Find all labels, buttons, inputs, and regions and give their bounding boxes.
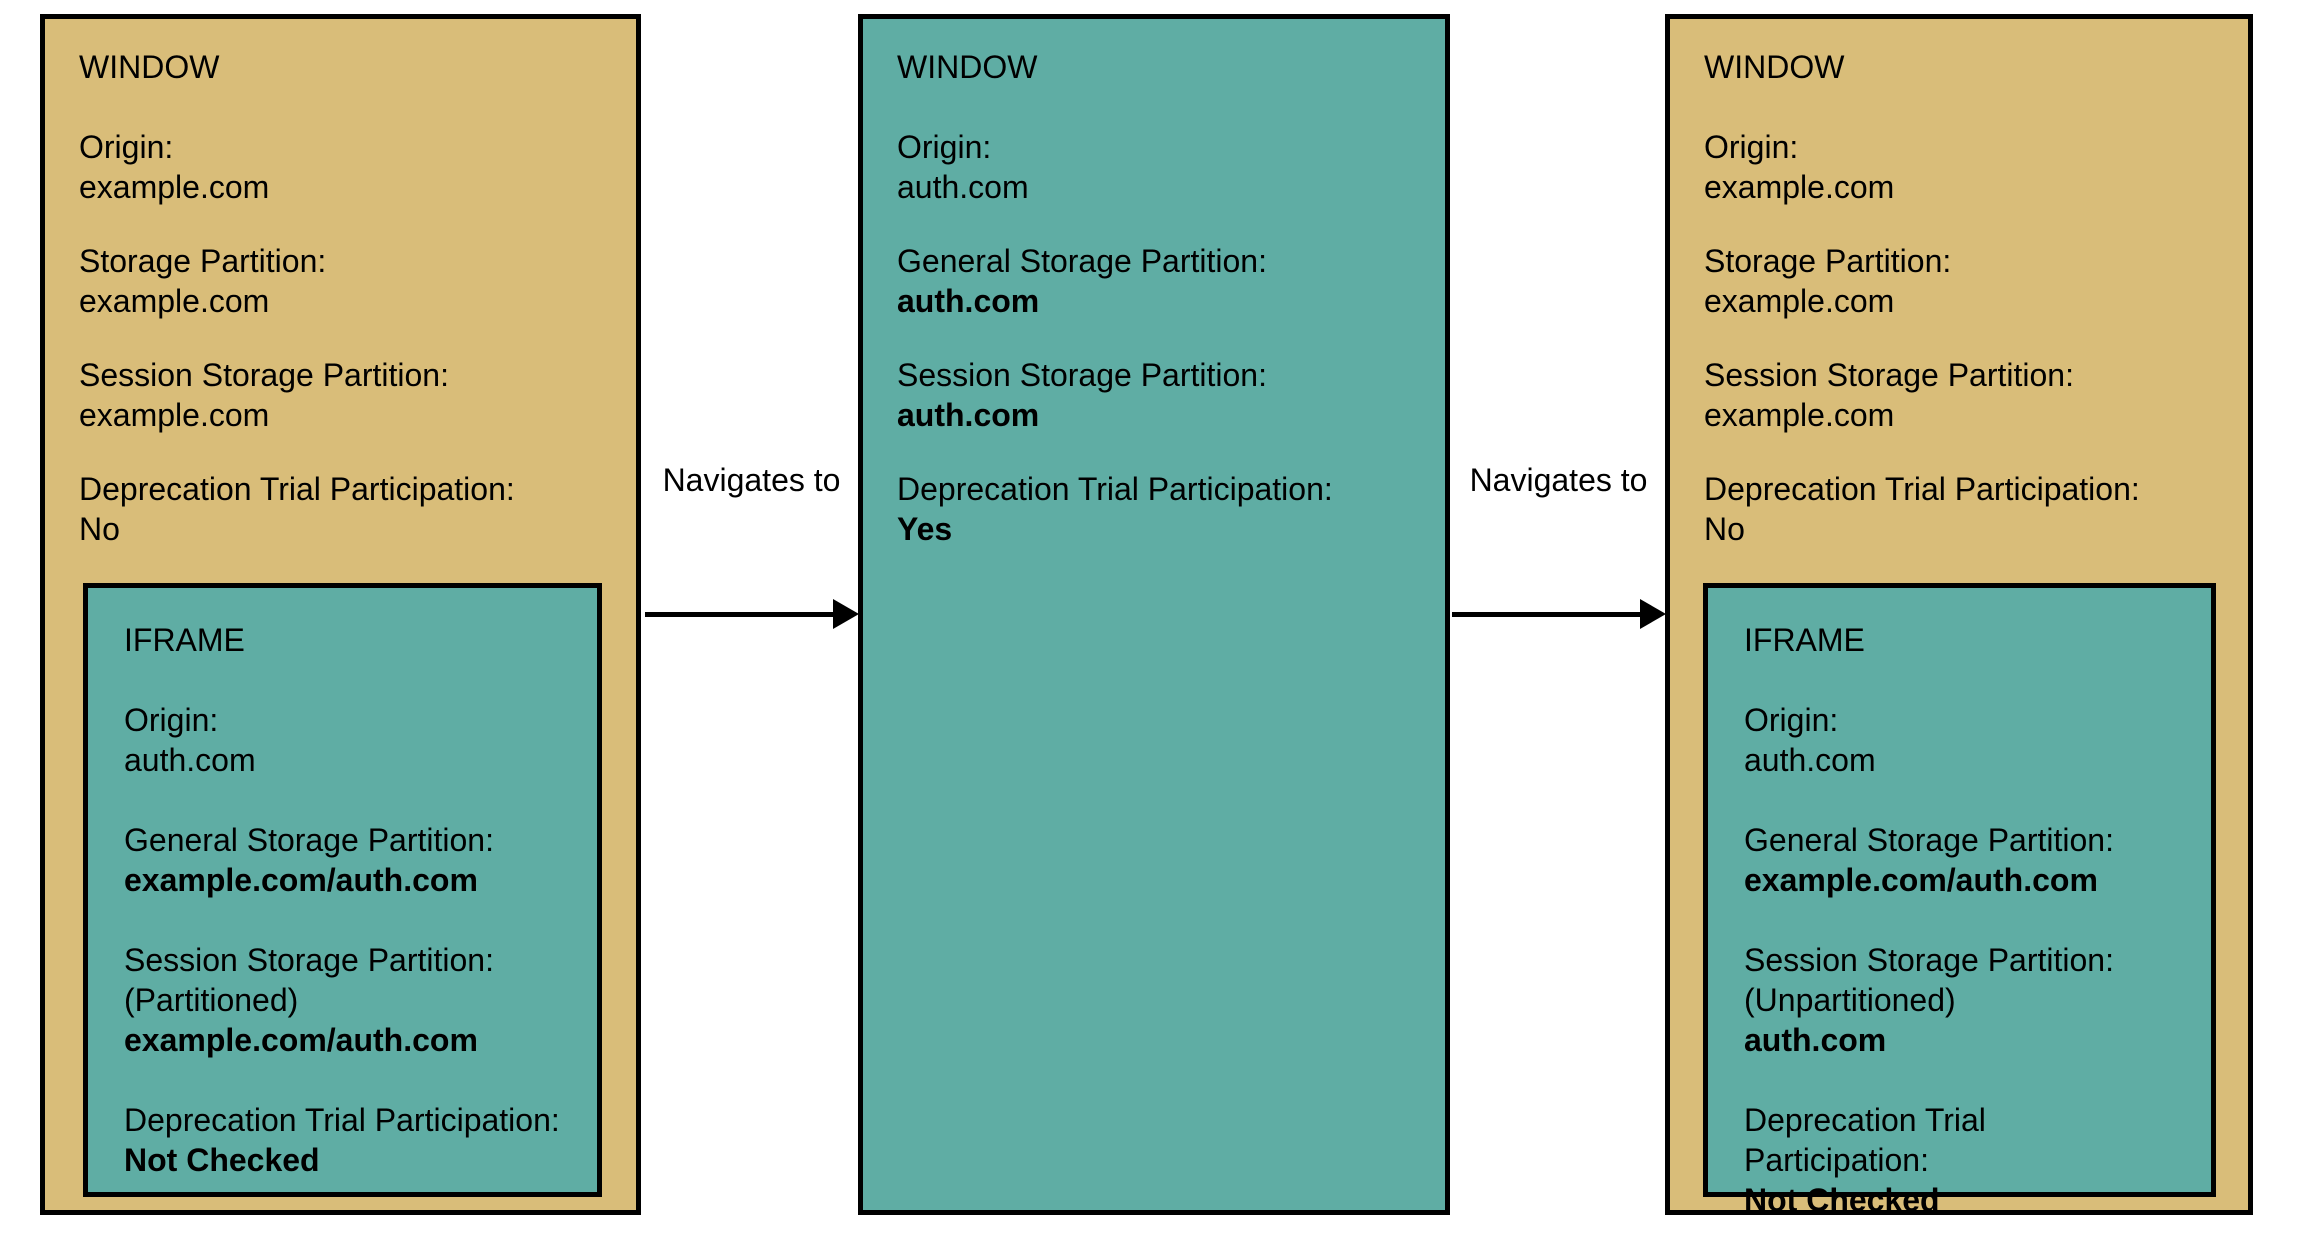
field-storage-partition: Storage Partition: example.com (1704, 241, 2214, 321)
field-origin-value: example.com (1704, 169, 1895, 205)
iframe-field-deprecation-trial-label: Deprecation Trial Participation: (1744, 1102, 1986, 1178)
iframe-field-origin-label: Origin: (124, 702, 219, 738)
field-deprecation-trial-value: No (1704, 511, 1745, 547)
iframe-field-origin-label: Origin: (1744, 702, 1839, 738)
field-session-storage: Session Storage Partition: auth.com (897, 355, 1411, 435)
iframe-field-deprecation-trial-value: Not Checked (1744, 1182, 1940, 1218)
field-session-storage-partition-value: example.com (79, 397, 270, 433)
iframe-field-deprecation-trial: Deprecation Trial Participation: Not Che… (124, 1100, 561, 1180)
field-deprecation-trial-label: Deprecation Trial Participation: (897, 471, 1333, 507)
iframe-field-general-storage: General Storage Partition: example.com/a… (124, 820, 561, 900)
field-origin-label: Origin: (79, 129, 174, 165)
field-origin-value: example.com (79, 169, 270, 205)
field-origin-value: auth.com (897, 169, 1029, 205)
iframe-title: IFRAME (124, 622, 245, 658)
arrow-line-1 (645, 612, 835, 617)
iframe-field-session-storage: Session Storage Partition: (Unpartitione… (1744, 940, 2175, 1060)
field-origin-label: Origin: (1704, 129, 1799, 165)
navigates-label-1: Navigates to (662, 462, 841, 498)
arrow-line-2 (1452, 612, 1642, 617)
iframe-field-origin-value: auth.com (124, 742, 256, 778)
iframe-box-3: IFRAME Origin: auth.com General Storage … (1703, 583, 2216, 1218)
iframe-field-origin: Origin: auth.com (124, 700, 561, 780)
field-storage-partition-label: Storage Partition: (79, 243, 327, 279)
field-deprecation-trial: Deprecation Trial Participation: No (79, 469, 602, 549)
iframe-field-general-storage-label: General Storage Partition: (124, 822, 494, 858)
navigates-label-2: Navigates to (1469, 462, 1648, 498)
iframe-field-session-storage-value: auth.com (1744, 1022, 1887, 1058)
field-session-storage-partition-label: Session Storage Partition: (79, 357, 449, 393)
window-title: WINDOW (79, 49, 220, 85)
iframe-title: IFRAME (1744, 622, 1865, 658)
field-general-storage: General Storage Partition: auth.com (897, 241, 1411, 321)
iframe-field-session-storage-value: example.com/auth.com (124, 1022, 478, 1058)
iframe-field-deprecation-trial: Deprecation Trial Participation: Not Che… (1744, 1100, 2175, 1220)
window-box-1: WINDOW Origin: example.com Storage Parti… (40, 14, 641, 1215)
field-storage-partition-value: example.com (79, 283, 270, 319)
field-origin: Origin: example.com (79, 127, 602, 207)
iframe-field-session-storage: Session Storage Partition: (Partitioned)… (124, 940, 561, 1060)
iframe-field-general-storage-value: example.com/auth.com (124, 862, 478, 898)
window-title: WINDOW (1704, 49, 1845, 85)
arrow-head-icon-1 (833, 599, 859, 629)
field-deprecation-trial-label: Deprecation Trial Participation: (1704, 471, 2140, 507)
iframe-field-deprecation-trial-value: Not Checked (124, 1142, 320, 1178)
iframe-box-1: IFRAME Origin: auth.com General Storage … (83, 583, 602, 1197)
window-box-3: WINDOW Origin: example.com Storage Parti… (1665, 14, 2253, 1218)
window-title: WINDOW (897, 49, 1038, 85)
iframe-field-deprecation-trial-label: Deprecation Trial Participation: (124, 1102, 560, 1138)
iframe-field-session-storage-mode: (Partitioned) (124, 982, 299, 1018)
iframe-field-origin-value: auth.com (1744, 742, 1876, 778)
field-general-storage-label: General Storage Partition: (897, 243, 1267, 279)
field-storage-partition: Storage Partition: example.com (79, 241, 602, 321)
field-session-storage-partition-value: example.com (1704, 397, 1895, 433)
field-session-storage-partition: Session Storage Partition: example.com (79, 355, 602, 435)
field-deprecation-trial: Deprecation Trial Participation: Yes (897, 469, 1411, 549)
window-box-2: WINDOW Origin: auth.com General Storage … (858, 14, 1450, 1215)
field-deprecation-trial: Deprecation Trial Participation: No (1704, 469, 2214, 549)
iframe-field-session-storage-label: Session Storage Partition: (124, 942, 494, 978)
iframe-field-session-storage-label: Session Storage Partition: (1744, 942, 2114, 978)
field-session-storage-value: auth.com (897, 397, 1040, 433)
field-deprecation-trial-value: Yes (897, 511, 953, 547)
field-deprecation-trial-label: Deprecation Trial Participation: (79, 471, 515, 507)
field-origin: Origin: example.com (1704, 127, 2214, 207)
iframe-field-general-storage: General Storage Partition: example.com/a… (1744, 820, 2175, 900)
iframe-field-session-storage-mode: (Unpartitioned) (1744, 982, 1956, 1018)
field-storage-partition-value: example.com (1704, 283, 1895, 319)
field-origin-label: Origin: (897, 129, 992, 165)
iframe-field-general-storage-value: example.com/auth.com (1744, 862, 2098, 898)
field-general-storage-value: auth.com (897, 283, 1040, 319)
field-storage-partition-label: Storage Partition: (1704, 243, 1952, 279)
field-deprecation-trial-value: No (79, 511, 120, 547)
field-session-storage-partition: Session Storage Partition: example.com (1704, 355, 2214, 435)
field-origin: Origin: auth.com (897, 127, 1411, 207)
field-session-storage-label: Session Storage Partition: (897, 357, 1267, 393)
arrow-head-icon-2 (1640, 599, 1666, 629)
field-session-storage-partition-label: Session Storage Partition: (1704, 357, 2074, 393)
iframe-field-origin: Origin: auth.com (1744, 700, 2175, 780)
iframe-field-general-storage-label: General Storage Partition: (1744, 822, 2114, 858)
